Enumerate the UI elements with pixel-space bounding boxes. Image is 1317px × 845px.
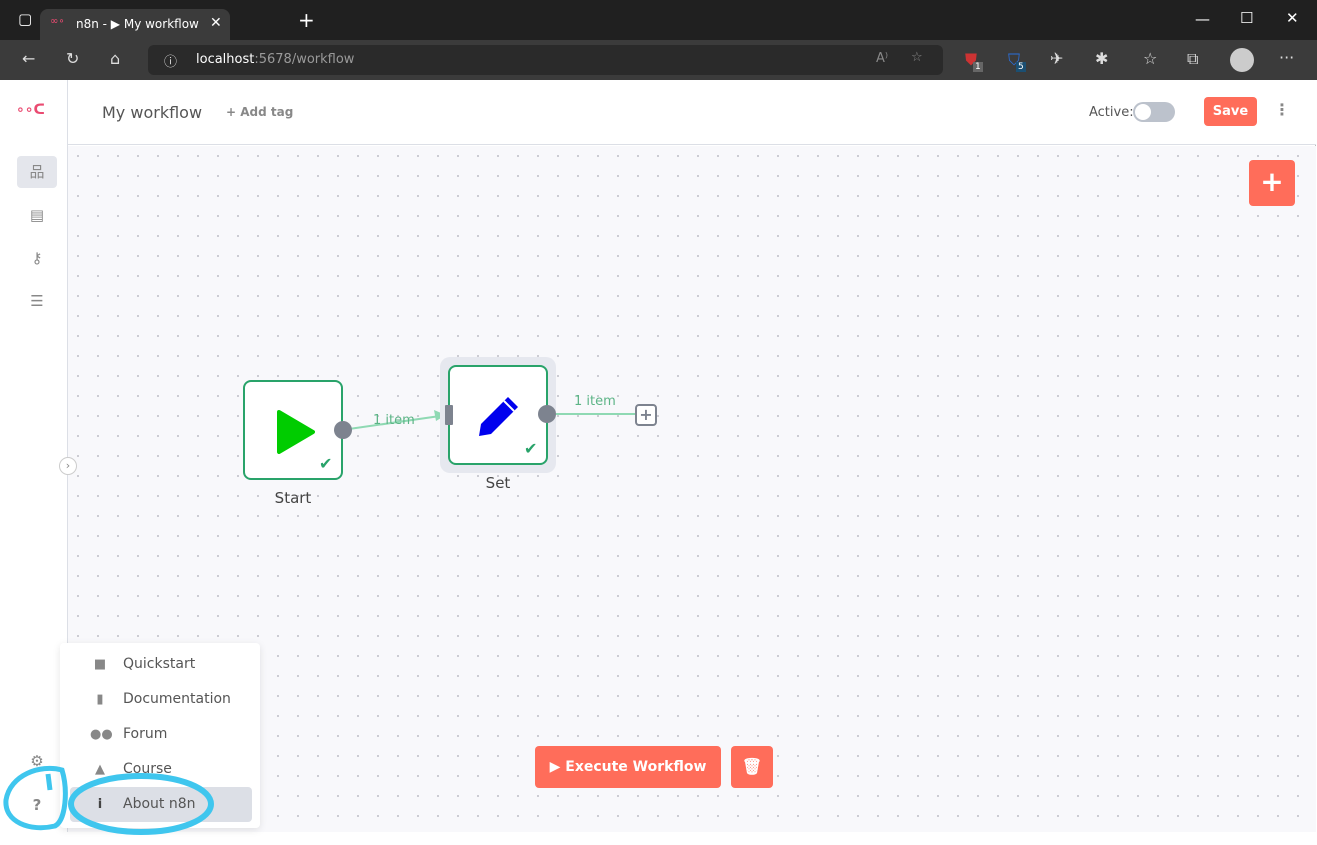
save-button[interactable]: Save <box>1204 97 1257 126</box>
play-circle-icon: ▶︎ <box>549 759 566 775</box>
more-options-icon[interactable]: ⋮ <box>1274 100 1290 119</box>
add-tag-button[interactable]: + Add tag <box>226 105 294 119</box>
node-label: Set <box>485 474 511 492</box>
play-icon <box>277 410 315 454</box>
favorites-icon[interactable]: ☆ <box>1143 49 1158 68</box>
active-toggle[interactable] <box>1133 102 1175 122</box>
ublock-badge: 1 <box>973 62 983 72</box>
menu-item-quickstart[interactable]: ■Quickstart <box>60 647 260 682</box>
node-start[interactable]: ✔ <box>243 380 343 480</box>
pencil-icon <box>479 397 518 436</box>
reload-icon[interactable]: ↻ <box>66 49 80 68</box>
annotation-highlight <box>3 765 214 835</box>
expand-sidebar-icon[interactable]: › <box>59 457 77 475</box>
credentials-key-icon[interactable]: ⚷ <box>31 249 43 267</box>
node-label: Start <box>274 489 312 507</box>
menu-item-forum[interactable]: ●●Forum <box>60 717 260 752</box>
bitwarden-badge: 5 <box>1016 62 1026 72</box>
url-host: localhost <box>196 52 255 67</box>
edge-label: 1 item <box>373 413 415 428</box>
settings-gear-icon[interactable]: ⚙ <box>30 752 44 770</box>
workflow-name[interactable]: My workflow <box>102 103 203 122</box>
extension-icon[interactable]: ✈ <box>1050 49 1064 68</box>
workflow-canvas[interactable]: + ✔ Start 1 item ✔ Set 1 item + ▶︎ Execu… <box>68 146 1316 832</box>
menu-item-course[interactable]: ▲Course <box>60 752 260 787</box>
tab-title: n8n - ▶ My workflow <box>76 17 199 31</box>
browser-tab-bar: ▢ ∞∘ n8n - ▶ My workflow ✕ + — ☐ ✕ <box>0 0 1317 40</box>
close-tab-icon[interactable]: ✕ <box>210 15 222 31</box>
close-window-icon[interactable]: ✕ <box>1286 9 1299 27</box>
executions-icon[interactable]: ☰ <box>30 292 44 310</box>
success-check-icon: ✔ <box>319 454 333 473</box>
more-icon[interactable]: ··· <box>1279 48 1295 67</box>
workflows-icon[interactable]: 品 <box>17 156 57 188</box>
active-label: Active: <box>1089 105 1134 120</box>
add-next-node-button[interactable]: + <box>635 404 657 426</box>
read-aloud-icon[interactable]: A⁾ <box>876 51 889 66</box>
add-node-button[interactable]: + <box>1249 160 1295 206</box>
video-icon: ■ <box>93 657 107 672</box>
maximize-icon[interactable]: ☐ <box>1240 9 1254 27</box>
info-icon: i <box>97 797 103 812</box>
book-icon: ▮ <box>96 692 104 707</box>
set-output-handle[interactable] <box>538 405 556 423</box>
connection-start-set <box>341 415 441 431</box>
collections-icon[interactable]: ⧉ <box>1187 49 1199 68</box>
node-set[interactable]: ✔ <box>448 365 548 465</box>
trash-icon: 🗑 <box>741 757 763 776</box>
success-check-icon: ✔ <box>524 439 538 458</box>
address-bar[interactable]: ⓘ localhost:5678/workflow A⁾ ☆ <box>148 45 943 75</box>
new-tab-icon[interactable]: + <box>298 8 315 32</box>
profile-avatar[interactable] <box>1230 48 1254 72</box>
add-favorite-icon[interactable]: ☆ <box>911 50 923 65</box>
site-info-icon[interactable]: ⓘ <box>164 55 178 70</box>
browser-tab[interactable]: ∞∘ n8n - ▶ My workflow ✕ <box>40 9 230 40</box>
tab-actions-icon[interactable]: ▢ <box>18 10 33 28</box>
url-path: :5678/workflow <box>254 52 355 67</box>
execute-workflow-button[interactable]: ▶︎ Execute Workflow <box>535 746 721 788</box>
edge-label: 1 item <box>574 394 616 409</box>
home-icon[interactable]: ⌂ <box>110 49 121 68</box>
menu-item-documentation[interactable]: ▮Documentation <box>60 682 260 717</box>
start-output-handle[interactable] <box>334 421 352 439</box>
help-menu: ■Quickstart ▮Documentation ●●Forum ▲Cour… <box>60 643 260 828</box>
minimize-icon[interactable]: — <box>1195 10 1210 28</box>
graduation-cap-icon: ▲ <box>95 762 105 777</box>
templates-icon[interactable]: ▤ <box>29 206 45 224</box>
set-input-handle[interactable] <box>445 405 453 425</box>
extensions-puzzle-icon[interactable]: ✱ <box>1095 49 1109 68</box>
n8n-logo-icon[interactable]: ∘∘ᑕ <box>16 102 45 118</box>
users-icon: ●● <box>90 727 113 742</box>
sidebar: ∘∘ᑕ 品 ▤ ⚷ ☰ › ⚙ ? <box>2 80 77 832</box>
workflow-header: My workflow + Add tag Active: Save ⋮ <box>68 80 1316 145</box>
back-icon[interactable]: ← <box>22 49 36 68</box>
n8n-favicon-icon: ∞∘ <box>50 16 65 27</box>
help-icon[interactable]: ? <box>32 796 42 814</box>
delete-button[interactable]: 🗑 <box>731 746 773 788</box>
